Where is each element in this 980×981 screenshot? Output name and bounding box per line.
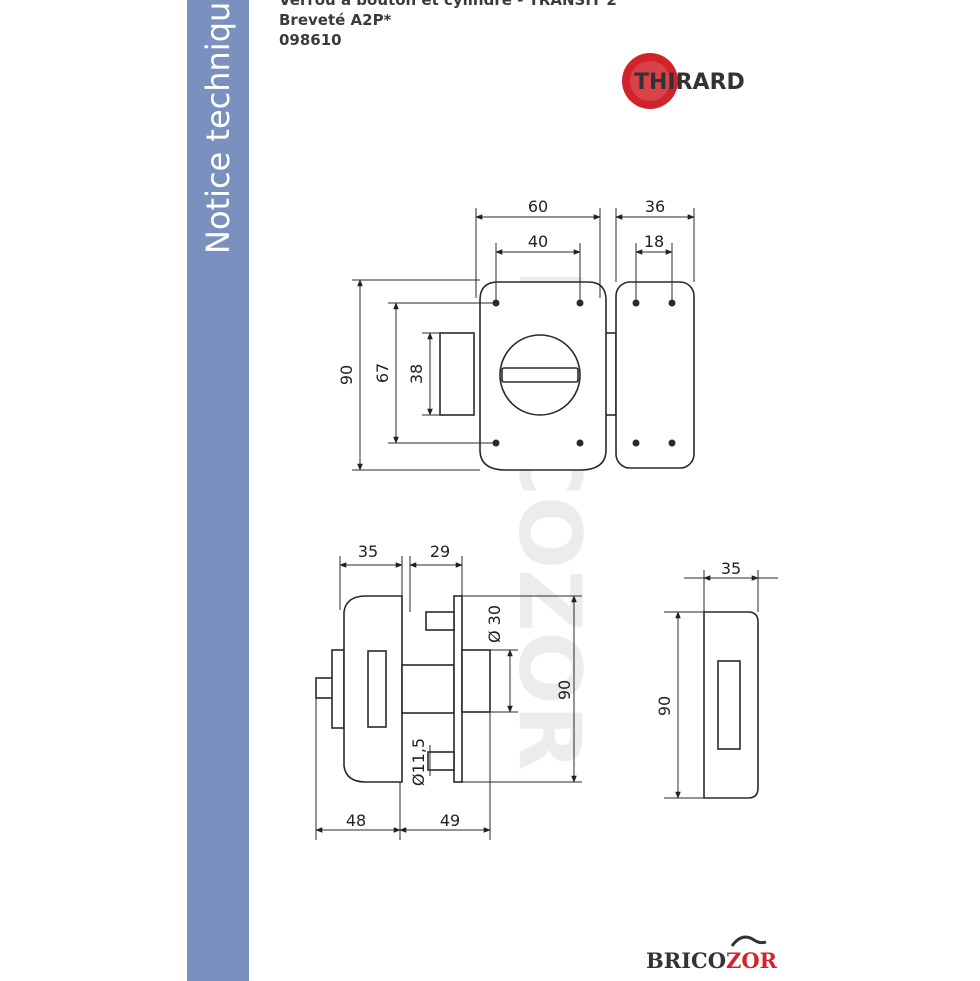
top-pin: [425, 611, 455, 631]
dim-front-inner-38: 38: [407, 364, 426, 384]
side-dimension-lines: [315, 556, 778, 840]
svg-text:BRICOZOR: BRICOZOR: [646, 948, 778, 973]
dim-rosette-diameter: Ø 30: [485, 605, 504, 643]
keeper-slot: [717, 660, 741, 750]
dim-front-height-90: 90: [337, 365, 356, 385]
dim-side-35: 35: [358, 542, 378, 561]
document-header: Verrou à bouton et cylindre - TRANSIT 2 …: [279, 0, 617, 50]
product-reference: 098610: [279, 31, 342, 49]
dim-keeper-holes-18: 18: [644, 232, 664, 251]
front-view: [439, 281, 695, 471]
thirard-logo-text: THIRARD: [634, 70, 745, 95]
dim-side-29: 29: [430, 542, 450, 561]
dim-keeper-height-90: 90: [655, 696, 674, 716]
dim-keeper-depth-35: 35: [721, 559, 741, 578]
dim-side-49: 49: [440, 811, 460, 830]
sidebar-band: [187, 0, 249, 981]
knob-grip: [501, 367, 579, 383]
bricozor-logo: BRICOZOR: [646, 935, 778, 973]
dim-pin-diameter: Ø11,5: [409, 738, 428, 786]
bricozor-logo-part2: ZOR: [726, 948, 778, 973]
dim-front-width-60: 60: [528, 197, 548, 216]
thirard-logo: THIRARD: [622, 53, 745, 109]
mounting-plate: [453, 595, 463, 783]
front-dimension-lines: [352, 208, 695, 471]
dim-front-holes-67: 67: [373, 363, 392, 383]
keeper-front: [615, 281, 695, 469]
dim-side-height-90: 90: [555, 680, 574, 700]
bottom-pin: [427, 751, 455, 771]
side-slot: [367, 650, 387, 728]
side-knob-collar: [331, 649, 345, 729]
cylinder-body: [401, 664, 455, 714]
bolt-block: [439, 332, 475, 416]
rosette: [461, 649, 491, 713]
side-view: [315, 595, 759, 799]
bricozor-logo-part1: BRICO: [646, 948, 726, 973]
patent-note: Breveté A2P*: [279, 11, 392, 29]
dim-side-48: 48: [346, 811, 366, 830]
dim-keeper-width-36: 36: [645, 197, 665, 216]
product-title: Verrou à bouton et cylindre - TRANSIT 2: [279, 0, 617, 9]
dim-front-holes-40: 40: [528, 232, 548, 251]
